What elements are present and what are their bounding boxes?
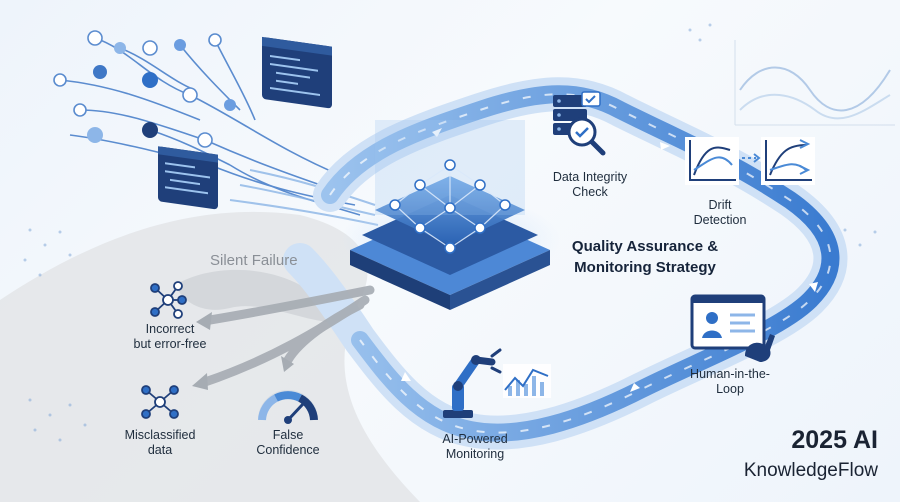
misclassified-line-1: Misclassified bbox=[124, 428, 196, 442]
human-in-loop-label: Human-in-the- Loop bbox=[680, 367, 780, 397]
data-integrity-line-2: Check bbox=[572, 185, 608, 199]
gauge-icon bbox=[258, 390, 318, 424]
misclassified-line-2: data bbox=[147, 443, 173, 457]
ai-monitoring-label: AI-Powered Monitoring bbox=[425, 432, 525, 462]
failure-arrows bbox=[200, 285, 375, 387]
incorrect-line-2: but error-free bbox=[133, 337, 207, 351]
code-panel-bottom bbox=[158, 146, 218, 210]
monitoring-chart-icon bbox=[503, 364, 551, 398]
brand-year: 2025 AI bbox=[791, 426, 878, 454]
ai-monitoring-line-1: AI-Powered bbox=[442, 432, 508, 446]
incorrect-network-icon bbox=[150, 281, 187, 319]
data-integrity-label: Data Integrity Check bbox=[540, 170, 640, 200]
ai-monitoring-line-2: Monitoring bbox=[445, 447, 505, 461]
misclassified-label: Misclassified data bbox=[110, 428, 210, 458]
drift-detection-label: Drift Detection bbox=[680, 198, 760, 228]
false-confidence-line-1: False bbox=[272, 428, 304, 442]
incorrect-line-1: Incorrect bbox=[145, 322, 195, 336]
loop-arrows bbox=[401, 128, 818, 392]
failure-arrow-heads bbox=[192, 312, 294, 390]
data-integrity-line-1: Data Integrity bbox=[552, 170, 628, 184]
ai-core-cube bbox=[340, 120, 560, 310]
robot-arm-icon bbox=[443, 348, 502, 418]
misclassified-network-icon bbox=[141, 385, 179, 419]
center-title-line-1: Quality Assurance & bbox=[571, 238, 719, 255]
drift-line-1: Drift bbox=[708, 198, 732, 212]
human-loop-line-2: Loop bbox=[716, 382, 744, 396]
dot-particles bbox=[23, 23, 877, 442]
neural-nodes bbox=[53, 30, 236, 148]
quality-loop-highlight bbox=[329, 93, 832, 434]
drift-line-2: Detection bbox=[693, 213, 747, 227]
data-integrity-icon bbox=[553, 91, 606, 156]
drift-detection-icon bbox=[685, 137, 815, 185]
incorrect-label: Incorrect but error-free bbox=[115, 322, 225, 352]
brand-name: KnowledgeFlow bbox=[743, 460, 878, 481]
human-in-loop-icon bbox=[690, 294, 775, 362]
center-title-line-2: Monitoring Strategy bbox=[574, 259, 716, 276]
human-loop-line-1: Human-in-the- bbox=[690, 367, 770, 381]
code-panel-top bbox=[262, 36, 332, 109]
center-title: Quality Assurance & Monitoring Strategy bbox=[555, 236, 735, 278]
false-confidence-line-2: Confidence bbox=[256, 443, 320, 457]
false-confidence-label: False Confidence bbox=[243, 428, 333, 458]
silent-failure-title: Silent Failure bbox=[210, 252, 298, 269]
background-chart bbox=[734, 40, 895, 126]
